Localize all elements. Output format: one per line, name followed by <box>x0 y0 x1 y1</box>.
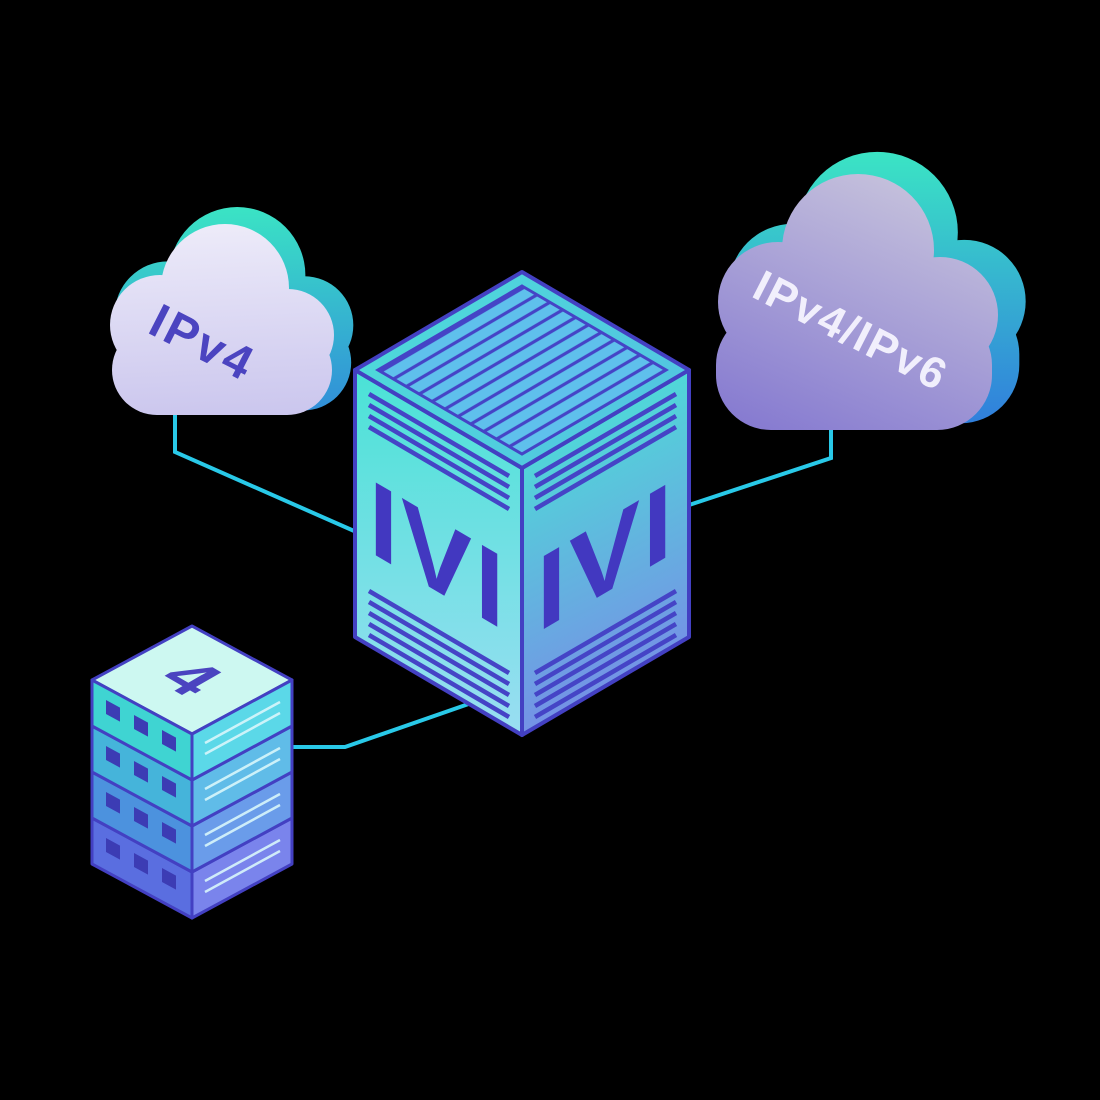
server-slab-4-leds <box>106 838 176 890</box>
ipv4-cloud: IPv4 <box>110 207 354 415</box>
ipv4-server-rack: 4 <box>90 624 294 920</box>
server-slab-3-leds <box>106 792 176 844</box>
dual-stack-cloud: IPv4/IPv6 <box>716 151 1026 430</box>
box-top-face-panel <box>375 284 669 456</box>
server-slab-2-leds <box>106 746 176 798</box>
box-left-face-stripes <box>367 392 511 719</box>
ivi-translator-box: IVI IVI <box>353 270 691 737</box>
connector-ipv4-cloud-to-box <box>173 398 371 540</box>
server-slab-3-vents <box>204 792 281 848</box>
box-right-face-stripes <box>533 392 678 719</box>
connector-lines <box>173 398 833 749</box>
server-slab-1-leds <box>106 700 176 752</box>
connector-server-to-box <box>285 698 481 749</box>
server-slab-4-vents <box>204 838 281 894</box>
connector-dualstack-cloud-to-box <box>679 420 833 510</box>
dual-stack-cloud-body <box>716 174 998 430</box>
server-slab-1-vents <box>204 700 281 756</box>
ipv4-cloud-body <box>110 224 334 415</box>
server-slab-1: 4 <box>90 624 294 782</box>
server-slab-2-vents <box>204 746 281 802</box>
